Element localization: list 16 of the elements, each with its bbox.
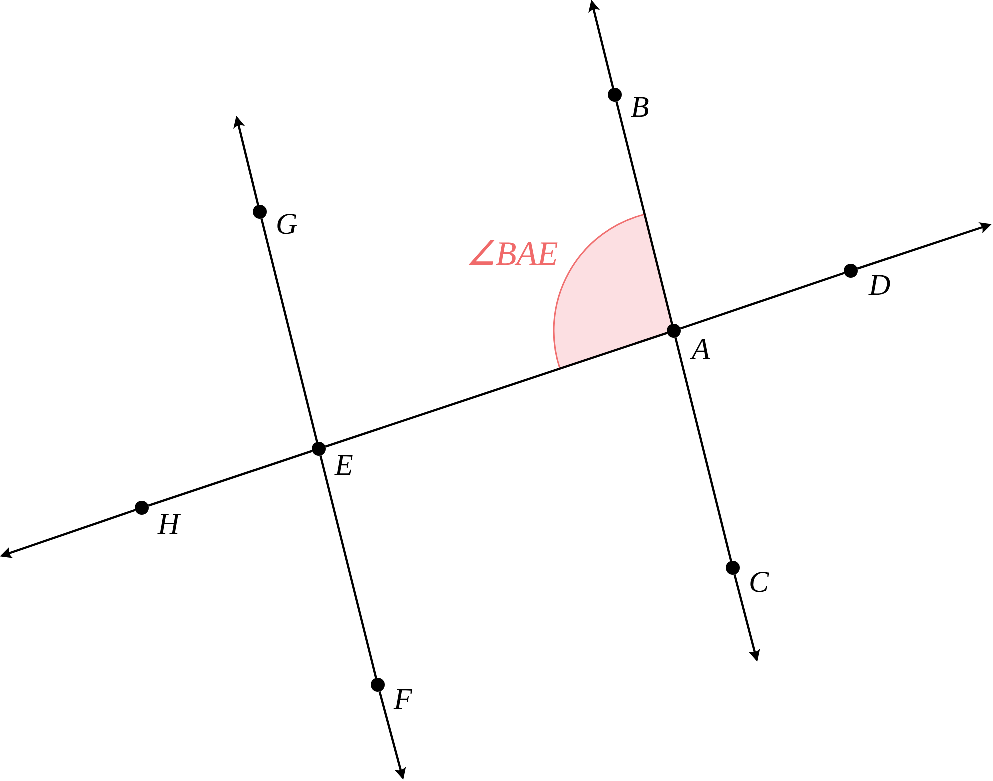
point-label: C xyxy=(749,568,770,598)
line-segment xyxy=(320,456,378,678)
point-label: D xyxy=(869,271,891,301)
point-label: E xyxy=(335,451,354,481)
angle-label: ∠BAE xyxy=(466,238,558,272)
point-label: G xyxy=(276,210,298,240)
line-segment xyxy=(674,338,732,562)
line-segment xyxy=(680,272,845,330)
line-segment xyxy=(260,218,318,442)
point-label: A xyxy=(692,335,710,365)
line-segment xyxy=(325,332,668,448)
point-label: B xyxy=(631,93,650,123)
point-label: F xyxy=(394,685,412,715)
line-segment xyxy=(148,450,313,507)
point-label: H xyxy=(158,510,180,540)
line-segment xyxy=(616,102,674,324)
